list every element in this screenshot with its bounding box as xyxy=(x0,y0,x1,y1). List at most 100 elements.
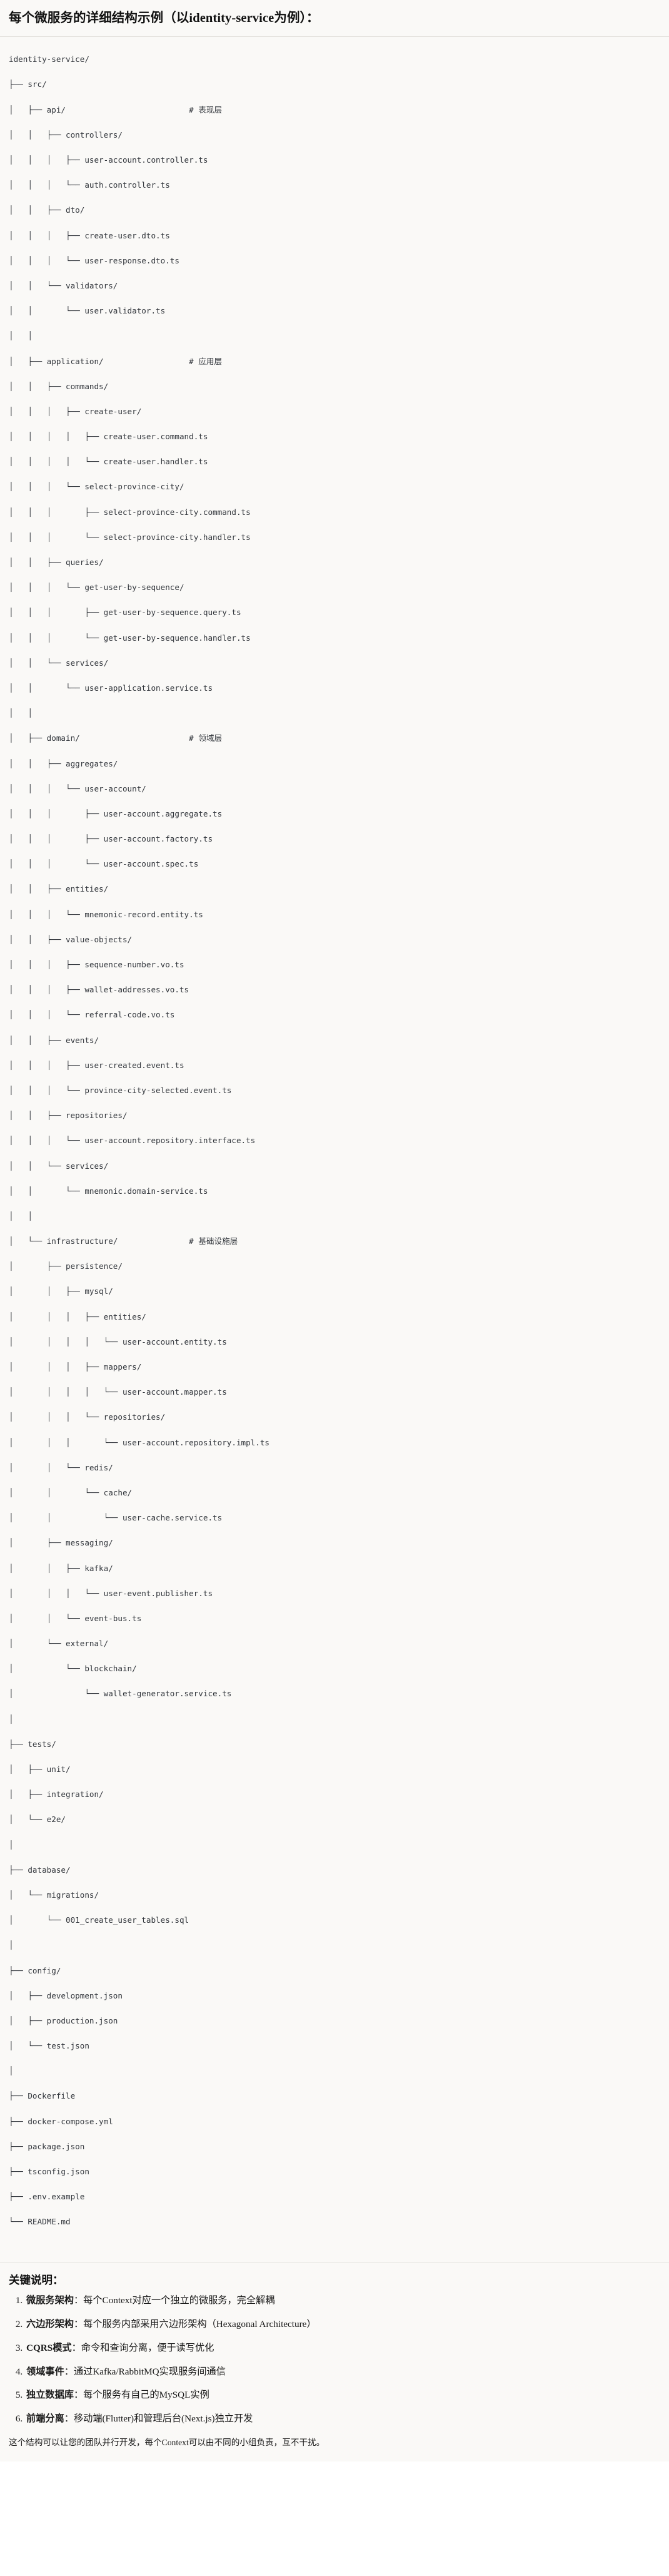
tree-line: │ ├── messaging/ xyxy=(9,1538,113,1548)
tree-line: │ ├── integration/ xyxy=(9,1789,104,1800)
key-note-separator: ： xyxy=(73,2390,84,2401)
tree-line: │ ├── application/ # 应用层 xyxy=(9,356,223,366)
tree-line: │ │ xyxy=(9,708,33,718)
tree-line: │ │ │ │ └── user-account.entity.ts xyxy=(9,1336,227,1347)
tree-line: │ │ └── services/ xyxy=(9,1161,109,1171)
tree-line: │ │ │ └── user-account.repository.interf… xyxy=(9,1136,256,1146)
tree-line: │ │ ├── commands/ xyxy=(9,381,109,391)
tree-line: │ │ ├── queries/ xyxy=(9,557,104,568)
key-note-term: 领域事件 xyxy=(26,2366,64,2377)
tree-line: ├── database/ xyxy=(9,1865,71,1875)
tree-line: │ └── 001_create_user_tables.sql xyxy=(9,1915,189,1925)
tree-line: │ xyxy=(9,1940,14,1950)
page-title: 每个微服务的详细结构示例（以identity-service为例）： xyxy=(9,11,319,25)
key-note-item: CQRS模式：命令和查询分离，便于读写优化 xyxy=(25,2341,660,2356)
key-note-text: 每个服务有自己的MySQL实例 xyxy=(83,2390,209,2401)
tree-line: ├── .env.example xyxy=(9,2192,85,2202)
tree-line: │ │ ├── controllers/ xyxy=(9,130,123,140)
tree-line: │ │ │ ├── wallet-addresses.vo.ts xyxy=(9,985,189,995)
tree-line-comment: # 应用层 xyxy=(189,356,223,366)
tree-line: │ │ ├── entities/ xyxy=(9,884,109,894)
key-note-term: 微服务架构 xyxy=(26,2295,74,2306)
key-note-text: 移动端(Flutter)和管理后台(Next.js)独立开发 xyxy=(73,2413,253,2425)
key-notes-title: 关键说明： xyxy=(9,2274,64,2287)
tree-line: │ ├── development.json xyxy=(9,1990,123,2000)
tree-line: │ │ │ └── auth.controller.ts xyxy=(9,180,170,190)
key-note-term: 独立数据库 xyxy=(26,2390,74,2401)
tree-line: │ │ xyxy=(9,331,33,341)
tree-line: │ │ └── redis/ xyxy=(9,1462,113,1472)
key-note-term: 前端分离 xyxy=(26,2413,64,2425)
key-note-separator: ： xyxy=(73,2318,84,2329)
tree-line: │ │ │ └── user-account.repository.impl.t… xyxy=(9,1437,270,1447)
tree-line: │ │ └── user.validator.ts xyxy=(9,306,166,316)
tree-line: │ │ │ ├── create-user/ xyxy=(9,406,142,416)
tree-line: │ │ │ ├── sequence-number.vo.ts xyxy=(9,960,184,970)
tree-line: │ │ │ └── user-account.spec.ts xyxy=(9,859,199,869)
tree-line: │ │ │ └── user-response.dto.ts xyxy=(9,255,179,265)
tree-line: │ │ xyxy=(9,1211,33,1221)
tree-line: │ │ │ ├── mappers/ xyxy=(9,1362,142,1372)
tree-line-comment: # 表现层 xyxy=(189,104,223,115)
tree-line: │ └── test.json xyxy=(9,2041,89,2051)
tree-line: │ │ │ ├── user-created.event.ts xyxy=(9,1060,184,1070)
tree-line: │ │ │ ├── get-user-by-sequence.query.ts xyxy=(9,608,241,618)
tree-line: │ │ ├── mysql/ xyxy=(9,1286,113,1296)
tree-line: │ │ │ ├── user-account.factory.ts xyxy=(9,834,213,844)
tree-line: │ ├── domain/ # 领域层 xyxy=(9,733,223,743)
tree-line: │ │ │ ├── user-account.aggregate.ts xyxy=(9,808,223,818)
key-note-separator: ： xyxy=(64,2413,74,2425)
tree-line: ├── tsconfig.json xyxy=(9,2167,89,2177)
tree-line: │ │ │ └── get-user-by-sequence.handler.t… xyxy=(9,633,251,643)
tree-line: identity-service/ xyxy=(9,54,89,64)
tree-line: │ │ │ └── user-account/ xyxy=(9,783,146,793)
tree-line: │ │ └── validators/ xyxy=(9,280,118,290)
tree-line: │ │ │ └── province-city-selected.event.t… xyxy=(9,1085,232,1095)
tree-line: ├── src/ xyxy=(9,79,47,89)
tree-line: │ │ └── mnemonic.domain-service.ts xyxy=(9,1186,208,1196)
key-note-text: 通过Kafka/RabbitMQ实现服务间通信 xyxy=(73,2366,226,2377)
tree-line: │ ├── persistence/ xyxy=(9,1261,123,1271)
key-note-item: 前端分离：移动端(Flutter)和管理后台(Next.js)独立开发 xyxy=(25,2412,660,2426)
key-notes-list: 微服务架构：每个Context对应一个独立的微服务，完全解耦六边形架构：每个服务… xyxy=(9,2294,660,2426)
tree-line: │ ├── production.json xyxy=(9,2015,118,2025)
tree-line: │ │ │ └── select-province-city/ xyxy=(9,482,184,492)
key-notes-section: 关键说明： 微服务架构：每个Context对应一个独立的微服务，完全解耦六边形架… xyxy=(0,2263,669,2462)
tree-line: ├── tests/ xyxy=(9,1739,56,1749)
tree-line: │ │ │ └── referral-code.vo.ts xyxy=(9,1010,175,1020)
directory-tree: identity-service/ ├── src/ │ ├── api/ # … xyxy=(9,53,660,2241)
tree-line: │ └── infrastructure/ # 基础设施层 xyxy=(9,1236,238,1246)
tree-line: │ └── wallet-generator.service.ts xyxy=(9,1689,232,1699)
tree-line: │ │ │ └── user-event.publisher.ts xyxy=(9,1588,213,1598)
tree-line: │ │ ├── dto/ xyxy=(9,205,85,215)
tree-line: │ │ │ └── repositories/ xyxy=(9,1412,166,1422)
tree-line-comment: # 基础设施层 xyxy=(189,1236,238,1246)
tree-line: ├── docker-compose.yml xyxy=(9,2116,113,2126)
tree-line: │ xyxy=(9,1840,14,1850)
tree-line: │ │ └── event-bus.ts xyxy=(9,1613,142,1623)
tree-line: │ └── external/ xyxy=(9,1639,109,1649)
tree-line: │ │ ├── kafka/ xyxy=(9,1563,113,1573)
tree-line: │ │ ├── events/ xyxy=(9,1035,99,1045)
tree-line: │ ├── api/ # 表现层 xyxy=(9,104,223,115)
tree-line: │ │ │ ├── entities/ xyxy=(9,1311,146,1321)
tree-line: │ │ │ └── get-user-by-sequence/ xyxy=(9,583,184,593)
key-note-separator: ： xyxy=(73,2295,84,2306)
tree-line: ├── package.json xyxy=(9,2141,85,2151)
tree-line: │ │ │ ├── select-province-city.command.t… xyxy=(9,507,251,517)
key-note-text: 每个服务内部采用六边形架构（Hexagonal Architecture） xyxy=(83,2318,316,2329)
key-notes-footer: 这个结构可以让您的团队并行开发，每个Context可以由不同的小组负责，互不干扰… xyxy=(9,2437,325,2447)
tree-line: │ │ └── user-application.service.ts xyxy=(9,683,213,693)
tree-line: │ │ ├── aggregates/ xyxy=(9,758,118,768)
key-note-item: 微服务架构：每个Context对应一个独立的微服务，完全解耦 xyxy=(25,2294,660,2308)
key-note-text: 每个Context对应一个独立的微服务，完全解耦 xyxy=(83,2295,275,2306)
document-header: 每个微服务的详细结构示例（以identity-service为例）： xyxy=(0,0,669,37)
tree-line: │ xyxy=(9,2066,14,2076)
tree-line: │ └── migrations/ xyxy=(9,1890,99,1900)
tree-line: │ │ ├── repositories/ xyxy=(9,1111,128,1121)
tree-line: │ │ └── user-cache.service.ts xyxy=(9,1513,223,1523)
key-note-text: 命令和查询分离，便于读写优化 xyxy=(81,2342,214,2353)
tree-line: │ │ └── cache/ xyxy=(9,1487,133,1497)
directory-tree-block: identity-service/ ├── src/ │ ├── api/ # … xyxy=(0,36,669,2264)
key-note-item: 独立数据库：每个服务有自己的MySQL实例 xyxy=(25,2388,660,2403)
